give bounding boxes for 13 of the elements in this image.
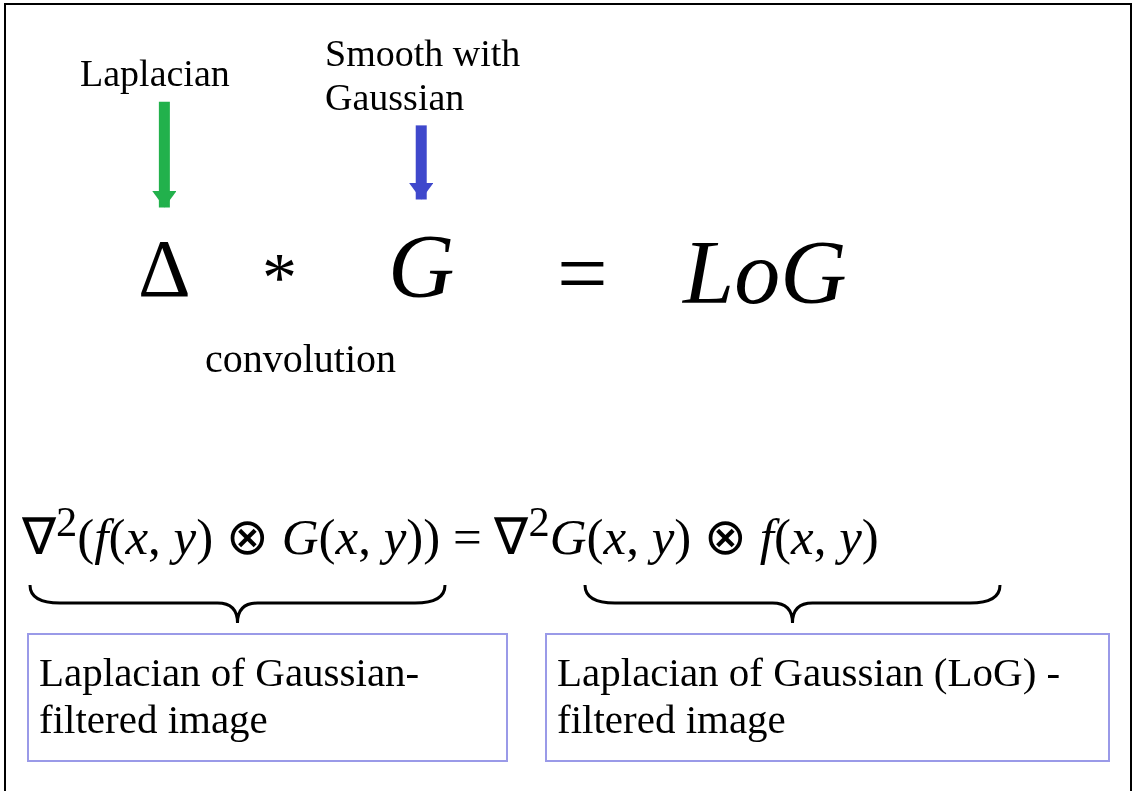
variable-symbol: G (388, 220, 455, 312)
formula-text: LoG (683, 220, 847, 325)
label-text: Smooth with Gaussian (325, 32, 575, 120)
annotation-text: convolution (205, 336, 397, 382)
operator-symbol: * (262, 238, 297, 318)
arrow (409, 125, 434, 200)
label-text: Laplacian (80, 52, 270, 96)
delta-symbol: Δ (138, 228, 191, 310)
operator-symbol: = (557, 223, 608, 325)
formula-text: ∇$^{2}$(f(x, y) ⊗ G(x, y)) = ∇$^{2}$G(x, y) ⊗ f(x, y) (22, 498, 879, 567)
text-box: Laplacian of Gaussian-filtered image (27, 633, 508, 762)
arrow (152, 101, 177, 208)
text-box: Laplacian of Gaussian (LoG) -filtered image (545, 633, 1110, 762)
